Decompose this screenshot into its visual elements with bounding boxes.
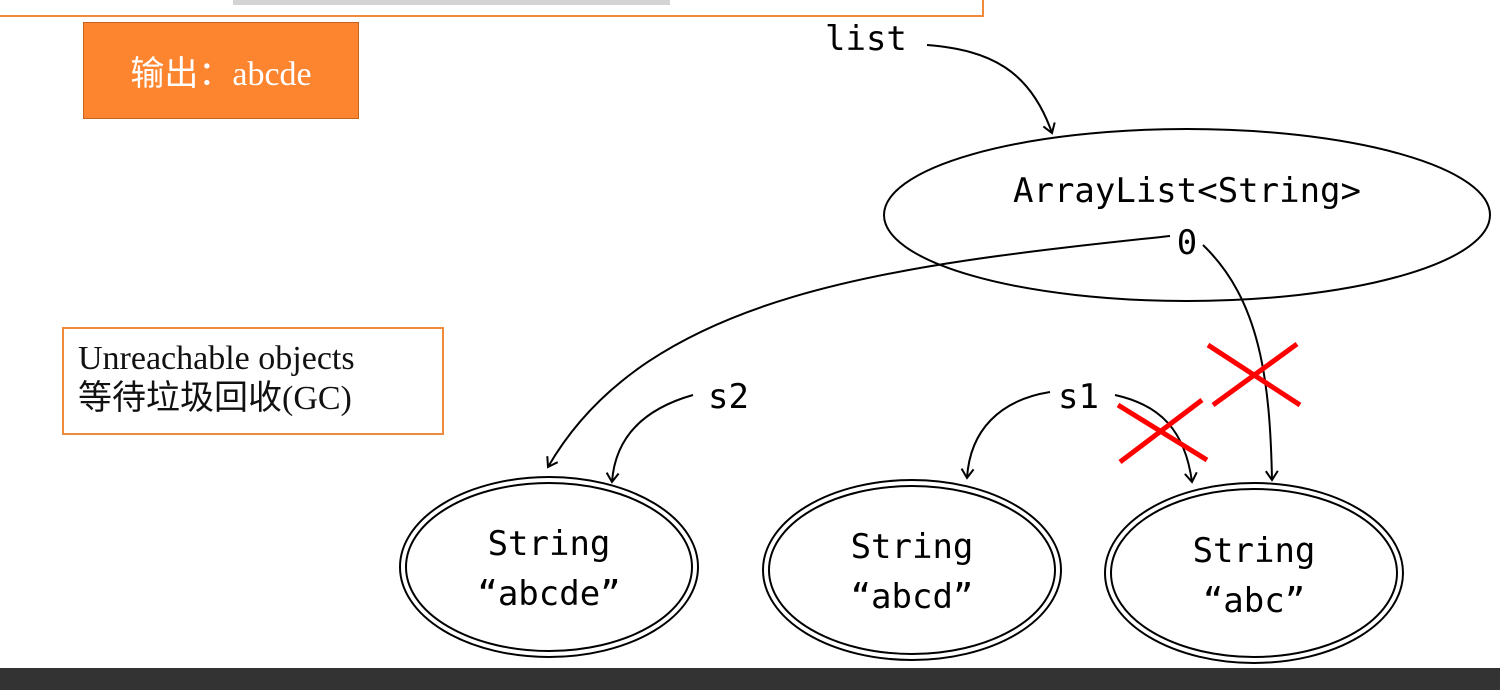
output-box: 输出：abcde <box>83 22 359 119</box>
arrow-s1-to-abc-old <box>1114 394 1198 484</box>
s2-label: s2 <box>708 377 749 417</box>
arrow-index-to-abcde <box>546 235 1171 469</box>
arrow-index-to-abc <box>1202 244 1279 482</box>
index-label: 0 <box>1177 223 1197 263</box>
code-highlight <box>233 0 670 5</box>
arrow-s1-to-abcd <box>960 391 1051 480</box>
svg-text:String: String <box>1193 531 1316 571</box>
string-node-abcd: String “abcd” <box>762 479 1062 661</box>
bottom-bar <box>0 668 1500 690</box>
svg-text:String: String <box>488 524 611 564</box>
s1-label: s1 <box>1058 377 1099 417</box>
gc-note-line1: Unreachable objects <box>78 340 355 377</box>
arrow-list-to-arraylist <box>926 44 1056 135</box>
svg-text:“abcde”: “abcde” <box>477 574 620 614</box>
svg-text:“abcd”: “abcd” <box>851 577 974 617</box>
list-label: list <box>825 19 907 59</box>
arraylist-label: ArrayList<String> <box>1013 171 1361 211</box>
code-box-top <box>0 0 984 17</box>
svg-text:String: String <box>851 527 974 567</box>
string-node-abcde: String “abcde” <box>399 476 699 658</box>
gc-note-line2: 等待垃圾回收(GC) <box>78 380 352 417</box>
svg-text:“abc”: “abc” <box>1203 581 1305 621</box>
gc-note-box: Unreachable objects 等待垃圾回收(GC) <box>62 327 444 435</box>
string-node-abc: String “abc” <box>1104 482 1404 664</box>
arraylist-node <box>883 128 1491 302</box>
cross-icon <box>1116 398 1209 464</box>
arrow-s2 <box>605 394 694 484</box>
cross-icon <box>1206 341 1302 408</box>
